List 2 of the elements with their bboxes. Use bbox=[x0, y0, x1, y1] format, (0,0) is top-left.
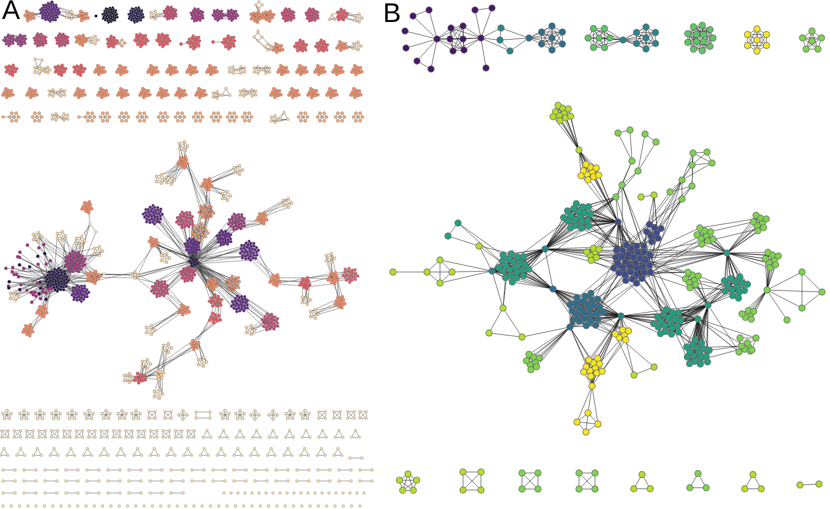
panel-label: B bbox=[383, 0, 402, 27]
panel-label: A bbox=[2, 0, 20, 24]
